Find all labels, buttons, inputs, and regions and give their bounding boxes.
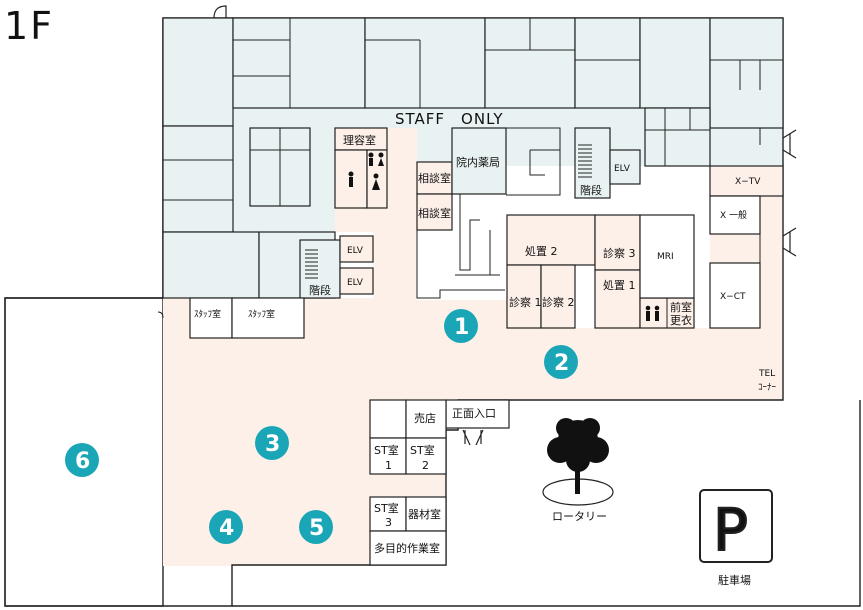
tree-icon <box>542 418 614 506</box>
elv-3-label: ELV <box>614 164 631 174</box>
room-shop <box>405 399 447 439</box>
room-exam-2 <box>540 264 576 329</box>
room-equipment <box>405 496 447 532</box>
stairs-2-label: 階段 <box>309 283 331 297</box>
mri-label: MRI <box>657 252 674 262</box>
parking-label: 駐車場 <box>718 573 751 587</box>
marker-5[interactable]: 5 <box>299 510 333 544</box>
room-xgen <box>709 195 761 235</box>
changing-2-label: 更衣 <box>670 313 692 327</box>
room-elv-2 <box>339 267 374 295</box>
toilet-icon <box>348 152 384 190</box>
st-2-num: 2 <box>422 459 429 472</box>
entrance-label: 正面入口 <box>452 407 496 420</box>
parking-icon: P <box>699 489 773 565</box>
exam-1-label: 診察 1 <box>509 295 542 309</box>
room-st-2 <box>405 437 447 475</box>
staff-room-1-label: ｽﾀｯﾌ室 <box>194 308 221 320</box>
multipurpose-label: 多目的作業室 <box>374 541 440 555</box>
st-1-num: 1 <box>385 459 392 472</box>
stairs-icon <box>578 144 592 178</box>
room-staff-2 <box>231 297 305 339</box>
staff-room-2-label: ｽﾀｯﾌ室 <box>248 308 275 320</box>
marker-1[interactable]: 1 <box>444 309 478 343</box>
marker-6[interactable]: 6 <box>65 443 99 477</box>
treat-1-label: 処置 1 <box>603 279 636 292</box>
elv-2-label: ELV <box>347 278 364 288</box>
treat-2-label: 処置 2 <box>525 245 558 258</box>
room-consult-1 <box>416 161 453 195</box>
staff-only-label: STAFF ONLY <box>395 110 504 128</box>
shop-label: 売店 <box>414 411 436 425</box>
xgen-label: X 一般 <box>720 209 747 221</box>
room-entrance <box>445 399 510 429</box>
entrance-door <box>462 429 484 446</box>
equipment-label: 器材室 <box>408 507 441 521</box>
xct-label: X−CT <box>720 292 746 302</box>
door-top <box>213 5 227 19</box>
consult-1-label: 相談室 <box>418 171 451 185</box>
room-st-1 <box>369 437 407 475</box>
svg-text:1: 1 <box>454 315 469 340</box>
site-boundary <box>232 400 861 607</box>
st-3-num: 3 <box>385 516 392 529</box>
st-2-label: ST室 <box>410 443 435 457</box>
svg-text:4: 4 <box>219 516 234 541</box>
changing-1-label: 前室 <box>670 300 692 314</box>
room-exam-1 <box>506 264 542 329</box>
room-treat-1 <box>594 269 641 329</box>
exam-3-label: 診察 3 <box>603 246 636 260</box>
room-xct <box>709 262 761 329</box>
room-multipurpose <box>369 530 447 566</box>
room-treat-2 <box>506 214 596 266</box>
exam-2-label: 診察 2 <box>542 295 575 309</box>
marker-4[interactable]: 4 <box>209 510 243 544</box>
svg-text:6: 6 <box>75 449 90 474</box>
room-xtv <box>709 165 784 197</box>
st-1-label: ST室 <box>374 443 399 457</box>
svg-text:P: P <box>713 496 748 564</box>
barber-label: 理容室 <box>343 133 376 147</box>
room-pharmacy <box>451 127 507 195</box>
svg-text:5: 5 <box>309 516 324 541</box>
room-exam-3 <box>594 214 641 271</box>
stairs-icon <box>305 249 318 279</box>
stairs-1-label: 階段 <box>580 183 602 197</box>
marker-2[interactable]: 2 <box>544 345 578 379</box>
floor-label: 1F <box>4 4 55 48</box>
consult-2-label: 相談室 <box>418 206 451 220</box>
marker-3[interactable]: 3 <box>255 426 289 460</box>
svg-text:2: 2 <box>554 351 569 376</box>
room-mri <box>639 214 695 299</box>
tel-label: TEL <box>758 369 775 379</box>
door-east-2 <box>782 227 797 257</box>
tel-corner-label: ｺｰﾅｰ <box>758 382 777 393</box>
door-east-1 <box>782 129 797 159</box>
svg-text:3: 3 <box>265 432 280 457</box>
room-consult-2 <box>416 193 453 231</box>
toilet-icon <box>645 305 660 321</box>
st-3-label: ST室 <box>374 501 399 515</box>
elv-1-label: ELV <box>347 246 364 256</box>
rotary-label: ロータリー <box>552 510 607 523</box>
room-elv-3 <box>609 149 641 185</box>
xtv-label: X−TV <box>735 177 761 187</box>
room-elv-1 <box>339 235 374 263</box>
pharmacy-label: 院内薬局 <box>456 155 500 169</box>
